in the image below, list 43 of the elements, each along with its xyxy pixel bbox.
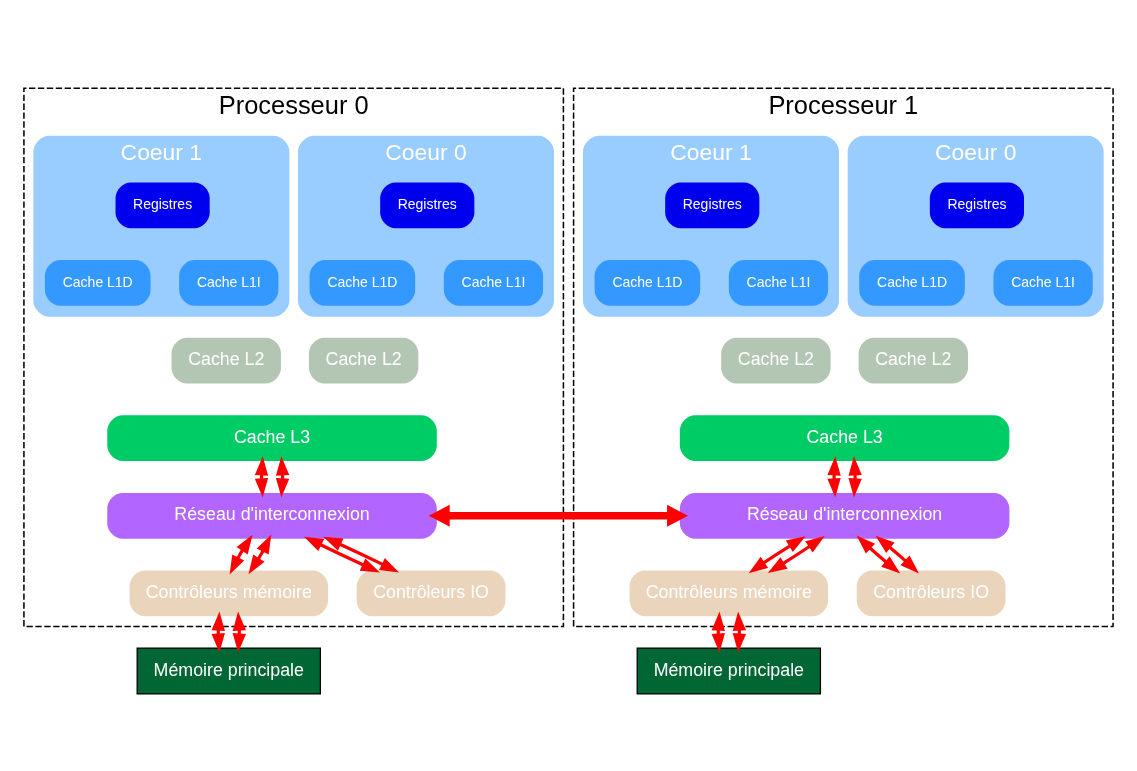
node-box: Cache L2: [721, 337, 831, 383]
arrow: [827, 455, 841, 497]
node-box: Cache L2: [858, 337, 968, 383]
node-box: Cache L1I: [728, 259, 829, 306]
arrow: [748, 535, 806, 573]
node-box: Cache L1I: [443, 259, 544, 306]
node-box: Cache L2: [308, 337, 419, 383]
node-box: Cache L3: [679, 414, 1010, 461]
node-box: Réseau d'interconnexion: [107, 492, 437, 539]
arrow: [323, 536, 400, 573]
arrow: [711, 611, 725, 653]
arrow: [428, 504, 689, 527]
arrow: [229, 534, 253, 574]
arrow: [875, 535, 920, 573]
node-box: Mémoire principale: [136, 646, 322, 695]
node-box: Contrôleurs mémoire: [629, 570, 829, 616]
node-box: Cache L2: [171, 337, 281, 383]
node-box: Réseau d'interconnexion: [679, 492, 1010, 539]
arrow: [275, 455, 290, 497]
node-box: Registres: [929, 181, 1024, 228]
arrow: [767, 535, 825, 573]
arrow: [254, 455, 269, 497]
arrow: [856, 535, 901, 573]
node-box: Contrôleurs mémoire: [129, 570, 328, 616]
node-box: Mémoire principale: [636, 646, 822, 695]
arrow: [304, 536, 380, 572]
node-box: Cache L1D: [44, 259, 151, 306]
node-box: Cache L3: [107, 414, 437, 461]
node-box: Cache L1D: [859, 259, 965, 306]
node-box: Contrôleurs IO: [356, 570, 506, 616]
node-box: Registres: [380, 181, 475, 228]
node-box: Cache L1I: [993, 259, 1093, 306]
arrow: [211, 611, 225, 653]
node-box: Registres: [665, 181, 760, 228]
arrow: [248, 533, 272, 574]
arrow: [848, 455, 862, 497]
node-box: Cache L1D: [309, 259, 416, 306]
arrow: [232, 611, 246, 653]
node-box: Contrôleurs IO: [856, 570, 1006, 616]
node-box: Cache L1D: [594, 259, 701, 306]
node-box: Cache L1I: [179, 259, 279, 306]
arrow: [732, 611, 747, 653]
node-box: Registres: [115, 181, 210, 228]
